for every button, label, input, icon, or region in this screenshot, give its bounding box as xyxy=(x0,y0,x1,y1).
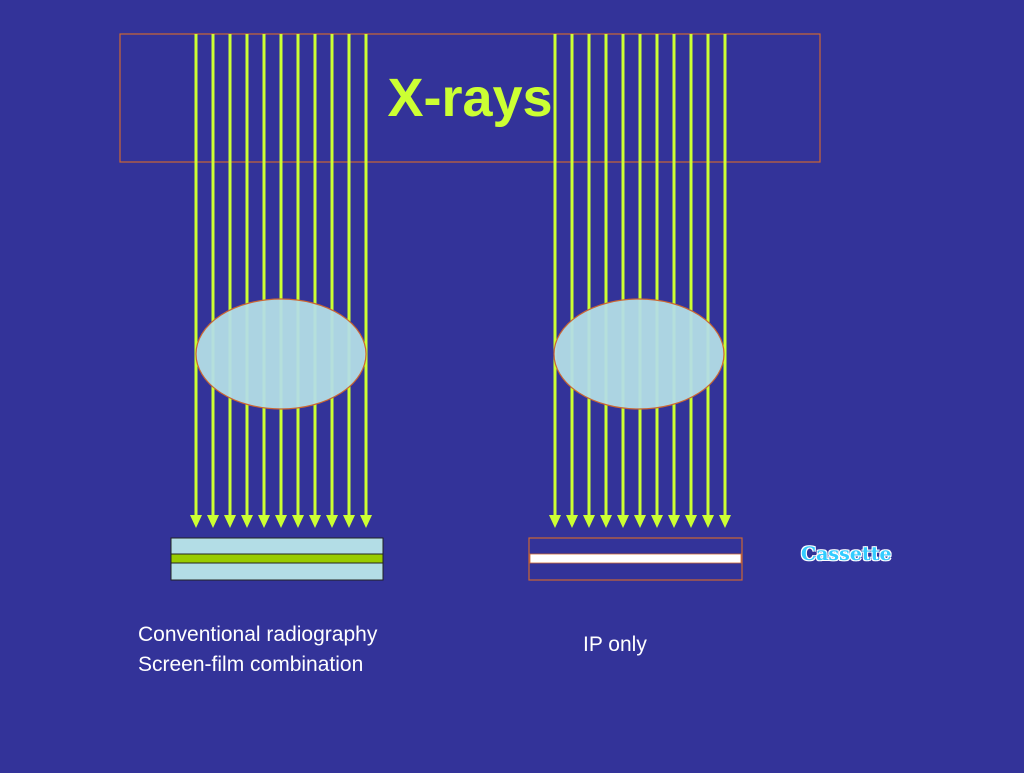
arrow-down-icon xyxy=(190,515,202,528)
arrow-down-icon xyxy=(668,515,680,528)
left-caption-line-1: Conventional radiography xyxy=(138,623,378,646)
arrow-down-icon xyxy=(326,515,338,528)
arrow-down-icon xyxy=(207,515,219,528)
left-caption-line-2: Screen-film combination xyxy=(138,653,364,676)
right-object-ellipse xyxy=(553,298,725,410)
left-caption: Conventional radiography Screen-film com… xyxy=(138,620,377,680)
left-cassette-screen-bottom xyxy=(170,562,384,581)
title-box xyxy=(119,33,821,163)
cassette-label: Cassette xyxy=(801,543,892,565)
arrow-down-icon xyxy=(685,515,697,528)
arrow-down-icon xyxy=(702,515,714,528)
right-caption: IP only xyxy=(583,633,647,656)
right-cassette-ip xyxy=(529,553,742,564)
left-cassette-screen-top xyxy=(170,537,384,555)
arrow-down-icon xyxy=(549,515,561,528)
arrow-down-icon xyxy=(241,515,253,528)
arrow-down-icon xyxy=(292,515,304,528)
left-ray-beam xyxy=(190,34,372,528)
arrow-down-icon xyxy=(634,515,646,528)
arrow-down-icon xyxy=(343,515,355,528)
arrow-down-icon xyxy=(258,515,270,528)
arrow-down-icon xyxy=(583,515,595,528)
arrow-down-icon xyxy=(275,515,287,528)
left-cassette-film xyxy=(170,553,384,564)
arrow-down-icon xyxy=(600,515,612,528)
arrow-down-icon xyxy=(224,515,236,528)
arrow-down-icon xyxy=(617,515,629,528)
right-cassette-frame xyxy=(528,537,743,581)
arrow-down-icon xyxy=(566,515,578,528)
left-object-ellipse xyxy=(195,298,367,410)
arrow-down-icon xyxy=(719,515,731,528)
arrow-down-icon xyxy=(651,515,663,528)
arrow-down-icon xyxy=(309,515,321,528)
arrow-down-icon xyxy=(360,515,372,528)
right-ray-beam xyxy=(549,34,731,528)
left-cassette xyxy=(170,537,384,581)
right-cassette xyxy=(528,537,743,581)
